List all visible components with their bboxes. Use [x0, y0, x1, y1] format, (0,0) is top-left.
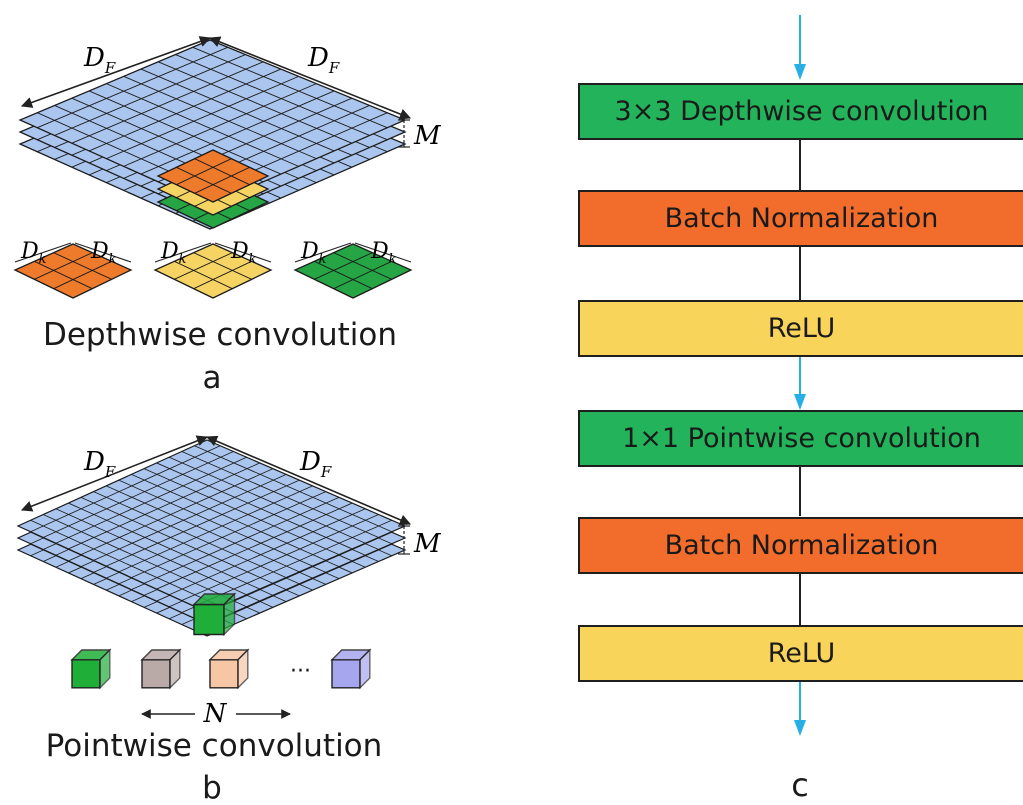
- panel-letter-b: b: [202, 770, 222, 805]
- caption-a: Depthwise convolution: [43, 317, 397, 353]
- panel-a-depthwise: DF DF M Dk Dk Dk Dk Dk Dk Depthwise convoluti…: [13, 36, 442, 396]
- depth-bracket-b: [398, 525, 410, 555]
- pointwise-kernel-cube: [192, 592, 237, 637]
- stacked-kernel-3: [156, 149, 270, 203]
- depthwise-conv-block: 3×3 Depthwise convolution: [578, 83, 1023, 140]
- kernel-label-right-2: Dk: [230, 239, 257, 267]
- width-dimension-arrow-a: [20, 36, 412, 120]
- filter-cube-row: [70, 648, 372, 690]
- width-label-b: DF: [83, 447, 116, 481]
- kernel-1: [13, 243, 133, 299]
- depth-label-a: M: [413, 121, 442, 151]
- filter-cube-2: [140, 648, 182, 690]
- width-dimension-arrow-b: [20, 435, 412, 526]
- depth-bracket-a: [398, 119, 410, 148]
- pointwise-kernel-on-map: [192, 592, 237, 637]
- panel-letter-a: a: [203, 360, 222, 396]
- kernel-2: [153, 243, 273, 299]
- filter-cube-3: [208, 648, 250, 690]
- width-label-a: DF: [83, 43, 116, 77]
- relu-block-1: ReLU: [578, 300, 1023, 357]
- kernel-row: Dk Dk Dk Dk Dk Dk: [13, 239, 413, 299]
- filter-cube-1: [70, 648, 112, 690]
- height-label-a: DF: [307, 43, 340, 77]
- relu-block-2: ReLU: [578, 625, 1023, 682]
- kernel-3: [293, 243, 413, 299]
- batch-norm-block-1: Batch Normalization: [578, 190, 1023, 247]
- pointwise-conv-block: 1×1 Pointwise convolution: [578, 410, 1023, 467]
- height-label-b: DF: [299, 447, 332, 481]
- kernel-label-left-2: Dk: [160, 239, 187, 267]
- kernel-stack-on-map: [156, 149, 270, 229]
- kernel-label-left-1: Dk: [20, 239, 47, 267]
- batch-norm-block-2: Batch Normalization: [578, 517, 1023, 574]
- ellipsis: ···: [290, 659, 311, 684]
- caption-b: Pointwise convolution: [46, 728, 383, 764]
- filter-cube-4: [330, 648, 372, 690]
- feature-map-layer-b-3: [16, 439, 407, 613]
- panel-b-pointwise: DF DF M ··· N Pointwise convolution b: [16, 435, 442, 805]
- filter-count-label: N: [203, 699, 228, 729]
- depth-label-b: M: [413, 529, 442, 559]
- panel-c-flow-connectors: c: [791, 15, 809, 804]
- panel-letter-c: c: [791, 766, 809, 804]
- kernel-label-right-1: Dk: [90, 239, 117, 267]
- kernel-label-left-3: Dk: [300, 239, 327, 267]
- kernel-label-right-3: Dk: [370, 239, 397, 267]
